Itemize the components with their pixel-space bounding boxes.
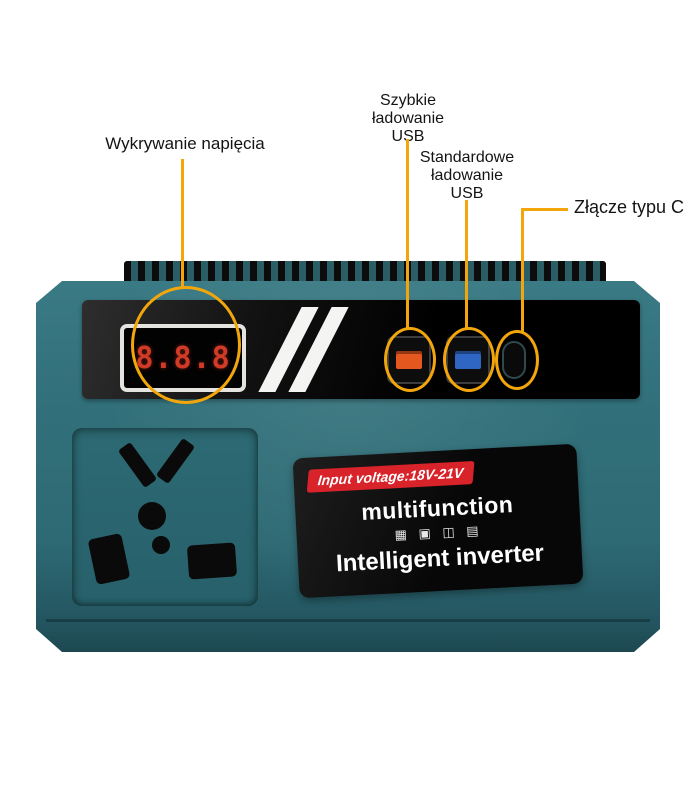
universal-ac-socket [72, 428, 258, 606]
feature-icon: ▤ [465, 522, 483, 539]
socket-slot [87, 532, 131, 586]
input-voltage-banner: Input voltage:18V-21V [306, 461, 475, 493]
feature-icon: ◫ [442, 523, 460, 540]
ring-fast-usb [384, 327, 436, 392]
callout-line-type-c-vertical [521, 208, 524, 332]
label-line: ładowanie [371, 110, 445, 127]
label-line: Standardowe [419, 149, 515, 166]
label-standard-usb-charging: Standardowe ładowanie USB [397, 149, 537, 203]
label-type-c-connector: Złącze typu C [574, 197, 685, 217]
label-line: USB [391, 128, 425, 145]
socket-round-hole [138, 502, 166, 530]
feature-icon: ▦ [394, 526, 412, 543]
body-seam-line [46, 619, 650, 622]
ring-type-c [495, 330, 539, 390]
label-fast-usb-charging: Szybkie ładowanie USB [338, 92, 478, 146]
callout-line-voltage [181, 159, 184, 288]
callout-line-fast-usb [406, 139, 409, 328]
socket-slot [186, 542, 238, 580]
ring-voltage-display [131, 286, 241, 404]
inverter-body: 8.8.8 Input voltage:18V-21V multifunctio… [36, 281, 660, 652]
socket-slot [117, 441, 158, 489]
product-sticker: Input voltage:18V-21V multifunction ▦ ▣ … [292, 443, 584, 599]
socket-slot [155, 437, 196, 485]
label-line: ładowanie [430, 167, 504, 184]
label-line: Szybkie [379, 92, 437, 109]
heat-vents [124, 261, 606, 282]
ring-standard-usb [443, 327, 495, 392]
callout-line-type-c-horizontal [521, 208, 568, 211]
callout-line-standard-usb [465, 200, 468, 328]
socket-round-hole [152, 536, 170, 554]
feature-icon: ▣ [418, 525, 436, 542]
label-voltage-detection: Wykrywanie napięcia [105, 134, 265, 153]
label-line: USB [450, 185, 484, 202]
